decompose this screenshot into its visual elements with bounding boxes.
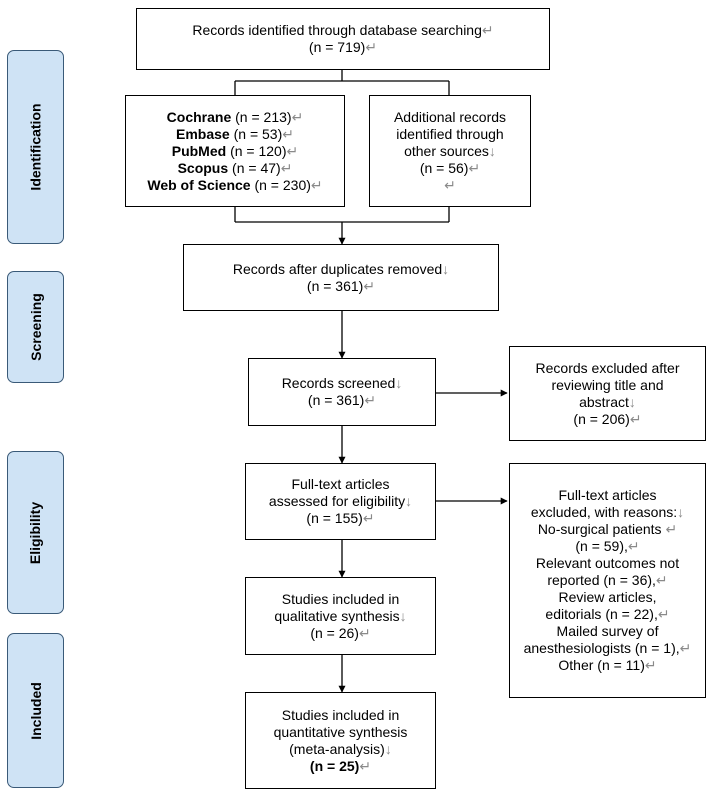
additional-count: (n = 56) (419, 159, 469, 176)
additional-line2: identified through (396, 125, 504, 142)
quantitative-line1: Studies included in (281, 706, 400, 723)
box-quantitative-synthesis: Studies included in quantitative synthes… (245, 692, 436, 789)
stage-eligibility: Eligibility (7, 451, 64, 614)
source-cochrane-count: (n = 213) (235, 108, 292, 125)
fulltext-line2: assessed for eligibility (268, 493, 406, 509)
excluded-title-count: (n = 206) (573, 410, 630, 427)
source-wos-count: (n = 230) (254, 176, 311, 193)
source-cochrane-name: Cochrane (166, 108, 232, 125)
source-scopus-name: Scopus (177, 159, 229, 176)
reasons-line4: (n = 59), (575, 538, 628, 554)
reasons-line8: editorials (n = 22), (545, 606, 658, 622)
box-records-screened: Records screened↓ (n = 361)↵ (248, 358, 436, 426)
box-additional-records: Additional records identified through ot… (369, 95, 531, 207)
box-fulltext-excluded: Full-text articles excluded, with reason… (509, 463, 706, 698)
fulltext-line1: Full-text articles (291, 476, 390, 492)
qualitative-count: (n = 26) (310, 624, 359, 641)
additional-line3: other sources (404, 142, 489, 159)
source-embase-name: Embase (176, 125, 230, 142)
box-database-sources: Cochrane (n = 213)↵ Embase (n = 53)↵ Pub… (125, 95, 345, 207)
screened-line1: Records screened (281, 375, 396, 391)
stage-identification: Identification (7, 50, 64, 244)
database-count: (n = 719) (308, 39, 366, 55)
qualitative-line2: qualitative synthesis (274, 607, 400, 624)
quantitative-line3: (meta-analysis) (289, 740, 385, 757)
box-qualitative-synthesis: Studies included in qualitative synthesi… (245, 577, 436, 655)
reasons-line6: reported (n = 36), (547, 572, 656, 588)
box-duplicates-removed: Records after duplicates removed↓ (n = 3… (183, 244, 499, 311)
excluded-title-line1: Records excluded after (535, 359, 680, 376)
duplicates-count: (n = 361) (306, 277, 364, 294)
source-scopus-count: (n = 47) (232, 159, 281, 176)
box-database-search: Records identified through database sear… (136, 8, 550, 70)
qualitative-line1: Studies included in (281, 590, 400, 607)
box-excluded-title-abstract: Records excluded after reviewing title a… (509, 346, 706, 441)
additional-line1: Additional records (393, 108, 507, 125)
reasons-line2: excluded, with reasons: (530, 504, 678, 520)
duplicates-line1: Records after duplicates removed (232, 260, 443, 277)
stage-included: Included (7, 633, 64, 788)
reasons-line9: Mailed survey of (556, 623, 659, 639)
excluded-title-line2: reviewing title and (551, 376, 664, 393)
source-embase-count: (n = 53) (233, 125, 283, 142)
stage-screening: Screening (7, 271, 64, 383)
source-pubmed-count: (n = 120) (230, 142, 287, 159)
screened-count: (n = 361) (307, 392, 365, 408)
reasons-line7: Review articles, (558, 589, 657, 605)
reasons-line5: Relevant outcomes not (535, 555, 680, 571)
quantitative-count: (n = 25) (309, 757, 360, 774)
source-wos-name: Web of Science (147, 176, 251, 193)
quantitative-line2: quantitative synthesis (273, 723, 408, 740)
fulltext-count: (n = 155) (306, 510, 363, 526)
reasons-line1: Full-text articles (558, 487, 657, 503)
reasons-line10: anesthesiologists (n = 1), (523, 640, 680, 656)
box-fulltext-assessed: Full-text articles assessed for eligibil… (245, 463, 436, 540)
excluded-title-line3: abstract (579, 393, 629, 410)
database-line1: Records identified through database sear… (192, 22, 482, 38)
reasons-line3: No-surgical patients (537, 521, 662, 537)
source-pubmed-name: PubMed (171, 142, 227, 159)
reasons-line11: Other (n = 11) (558, 657, 645, 673)
